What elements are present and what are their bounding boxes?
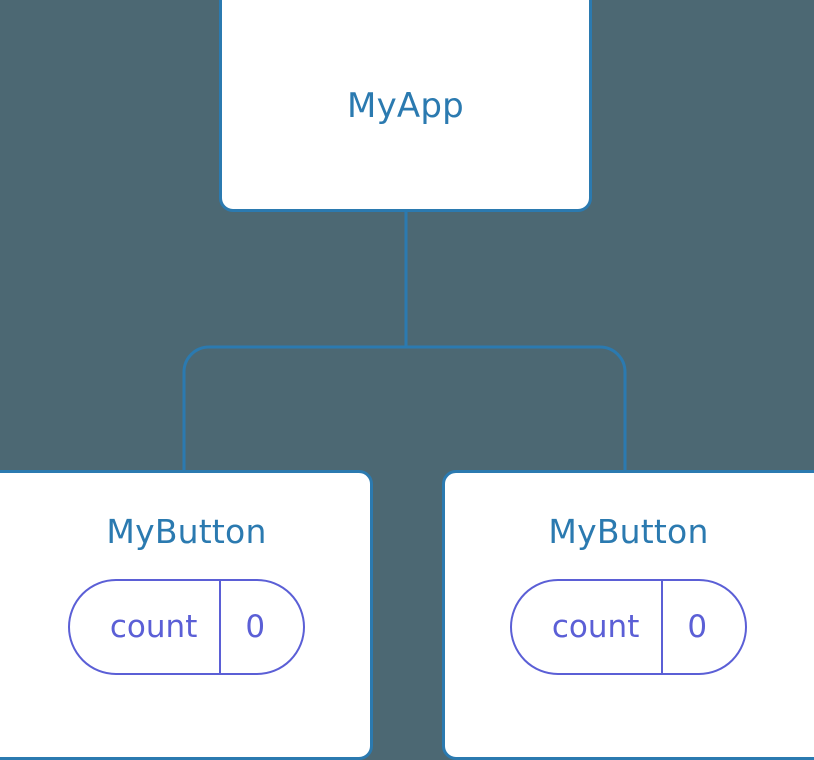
state-value-label: 0 — [687, 608, 708, 645]
state-divider — [219, 581, 222, 673]
connector-branch-left — [182, 345, 406, 470]
connector-branch-right — [406, 345, 627, 470]
component-node-myapp[interactable]: MyApp — [219, 0, 592, 212]
component-node-mybutton-2[interactable]: MyButton count 0 — [442, 470, 814, 760]
state-pill[interactable]: count 0 — [67, 579, 306, 675]
node-content: MyButton count 0 — [67, 512, 306, 675]
component-name-label: MyButton — [106, 512, 267, 551]
state-key-label: count — [551, 608, 640, 645]
state-value-label: 0 — [245, 608, 266, 645]
state-pill[interactable]: count 0 — [509, 579, 748, 675]
node-content: MyApp — [347, 55, 464, 123]
state-key-label: count — [109, 608, 198, 645]
node-content: MyButton count 0 — [509, 512, 748, 675]
state-divider — [661, 581, 664, 673]
component-name-label: MyButton — [548, 512, 709, 551]
component-name-label: MyApp — [347, 86, 464, 126]
component-node-mybutton-1[interactable]: MyButton count 0 — [0, 470, 373, 760]
